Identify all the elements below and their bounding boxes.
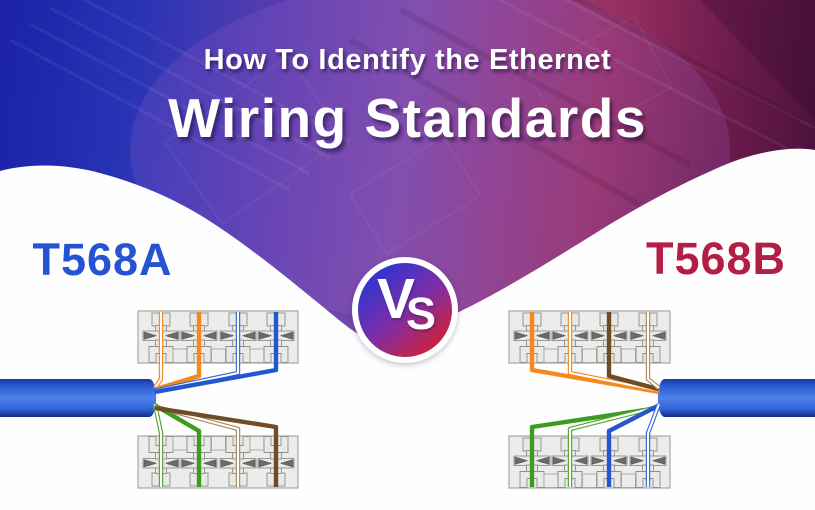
vs-letter-s: S xyxy=(406,288,437,339)
wire-brown xyxy=(606,312,660,392)
t568a-diagram xyxy=(0,310,299,489)
wire-blue xyxy=(606,403,661,487)
header-subtitle: How To Identify the Ethernet xyxy=(203,44,612,76)
wire-white-green xyxy=(567,404,660,487)
ethernet-cable-left xyxy=(0,379,157,417)
t568b-diagram xyxy=(508,310,815,489)
wire-brown xyxy=(154,405,279,487)
wire-orange xyxy=(154,312,202,392)
punchdown-block xyxy=(137,310,299,364)
circuit-chips xyxy=(163,15,674,256)
t568b-label: T568B xyxy=(645,233,787,284)
header-title: Wiring Standards xyxy=(168,87,647,149)
wire-blue xyxy=(154,312,279,395)
wire-white-blue xyxy=(645,403,662,487)
ethernet-cable-right xyxy=(657,379,815,417)
circuit-traces-light xyxy=(9,0,815,192)
t568a-label: T568A xyxy=(32,234,173,285)
wire-white-brown xyxy=(645,312,661,390)
vs-badge: V S xyxy=(352,257,458,363)
wire-orange xyxy=(529,312,660,395)
wire-green xyxy=(529,405,660,487)
circuit-traces-dark xyxy=(348,0,802,208)
header-wave-shape xyxy=(0,0,815,345)
vs-letter-v: V xyxy=(377,267,416,331)
wire-white-orange xyxy=(153,312,164,390)
vs-badge-circle: V S xyxy=(358,263,452,357)
wire-green xyxy=(153,403,202,487)
wire-white-green xyxy=(152,403,164,487)
wire-white-orange xyxy=(567,312,660,393)
circuit-texture xyxy=(9,0,815,320)
corner-shade xyxy=(700,0,815,120)
